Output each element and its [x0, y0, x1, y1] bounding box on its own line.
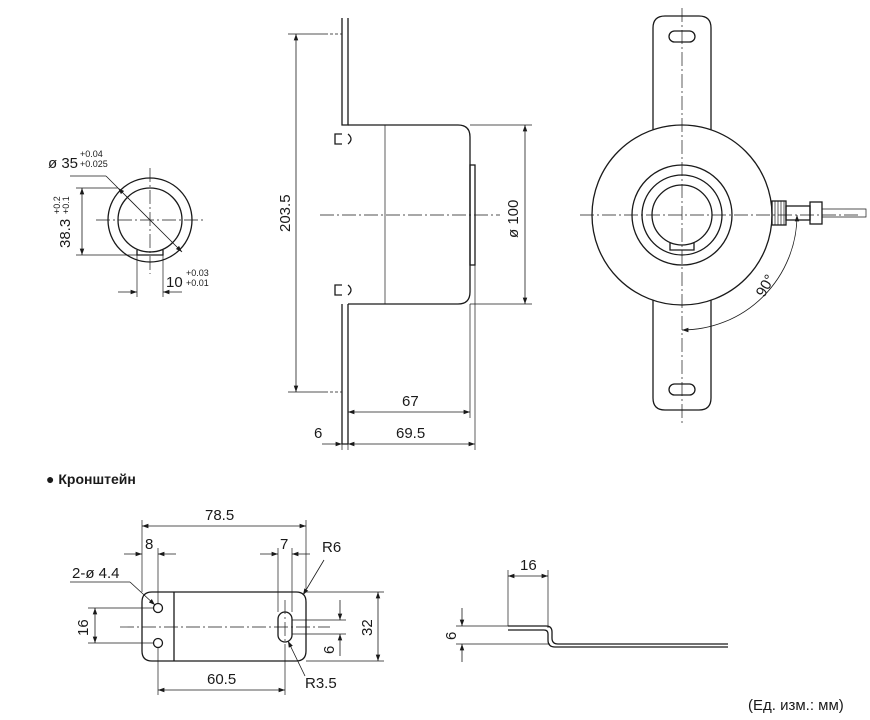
- side-height-label: 203.5: [277, 194, 294, 232]
- bracket-bend-height-label: 6: [443, 632, 460, 640]
- shaft-key-width-tol-upper: +0.03: [186, 268, 209, 278]
- bracket-hole-spacing-label: 16: [75, 619, 92, 636]
- side-body-length-label: 67: [402, 393, 419, 410]
- section-title: ● Кронштейн: [46, 471, 136, 487]
- bracket-radius-label: R6: [322, 539, 341, 556]
- shaft-diameter-tol-lower: +0.025: [80, 159, 108, 169]
- front-angle-label: 90°: [753, 272, 779, 300]
- shaft-key-width-tol-lower: +0.01: [186, 278, 209, 288]
- bracket-span-label: 60.5: [207, 671, 236, 688]
- shaft-diameter-label: ø 35: [48, 155, 78, 172]
- shaft-bore-view: ø 35 +0.04 +0.025 38.3 +0.2 +0.1 10 +0.0…: [48, 149, 209, 297]
- bracket-slot-offset-label: 7: [280, 536, 288, 553]
- bracket-slot-radius-label: R3.5: [305, 675, 337, 692]
- shaft-key-height-tol-upper: +0.2: [52, 196, 62, 214]
- side-diameter-label: ø 100: [505, 200, 522, 238]
- shaft-keyway: [136, 250, 164, 256]
- bracket-hole-offset-label: 8: [145, 536, 153, 553]
- bracket-slot-width-label: 6: [321, 646, 338, 654]
- bracket-hole-bottom: [152, 637, 164, 649]
- front-view: 90°: [580, 8, 867, 425]
- shaft-key-height-tol-lower: +0.1: [61, 196, 71, 214]
- bracket-length-label: 78.5: [205, 507, 234, 524]
- side-total-length-label: 69.5: [396, 425, 425, 442]
- bracket-bend-length-label: 16: [520, 557, 537, 574]
- bracket-outline: [141, 591, 307, 662]
- side-bracket-plate: [341, 18, 349, 445]
- bracket-height-label: 32: [359, 619, 376, 636]
- unit-note: (Ед. изм.: мм): [748, 697, 844, 714]
- shaft-diameter-tol-upper: +0.04: [80, 149, 103, 159]
- bracket-plan-view: 78.5 8 7 R6 2-ø 4.4 16 32 6 60.5: [70, 507, 384, 695]
- side-flange-label: 6: [314, 425, 322, 442]
- shaft-key-height-label: 38.3: [57, 219, 74, 248]
- side-body: [348, 124, 471, 305]
- bracket-holes-label: 2-ø 4.4: [72, 565, 120, 582]
- connector-icon: [771, 200, 867, 226]
- side-view: 203.5 ø 100 67 69.5 6: [277, 18, 532, 450]
- bracket-bend-profile: [508, 625, 728, 645]
- shaft-key-width-label: 10: [166, 274, 183, 291]
- bracket-bend-view: 16 6: [443, 557, 728, 662]
